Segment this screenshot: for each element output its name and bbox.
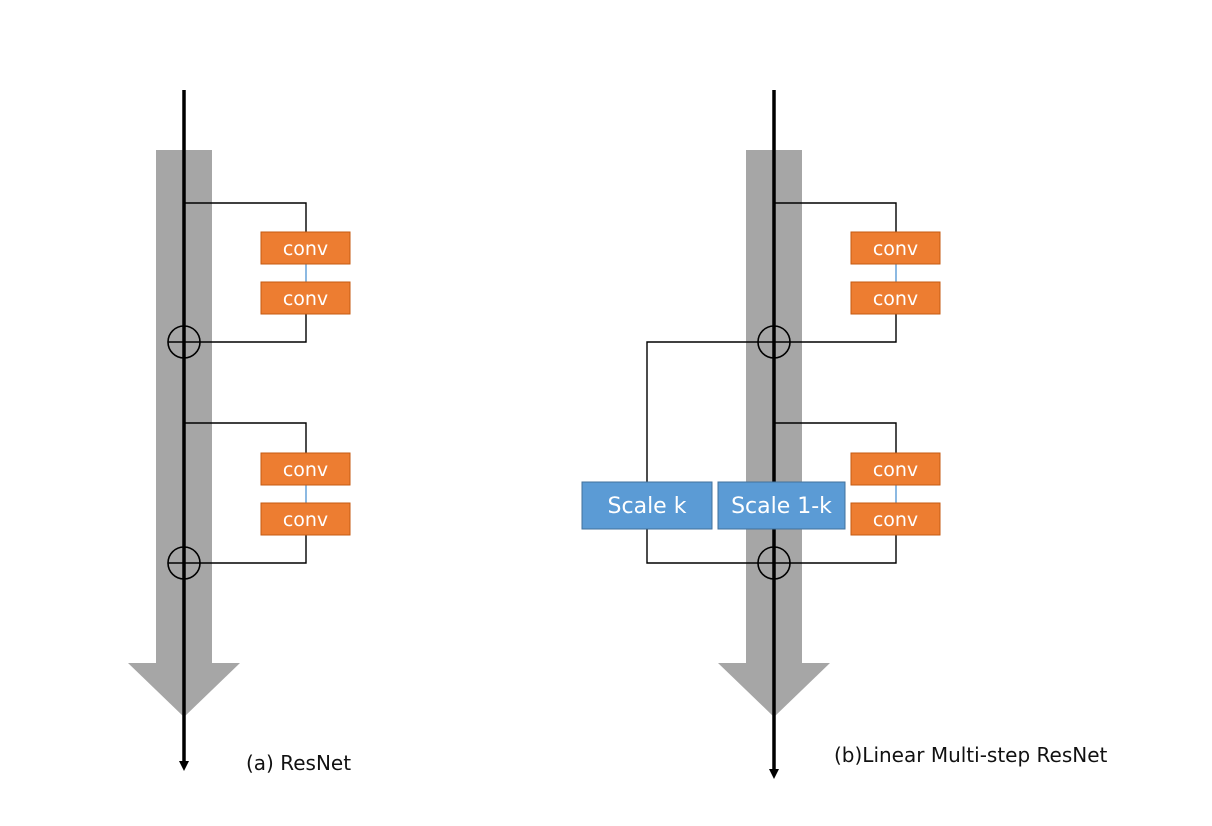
resnet-panel: conv conv conv conv (a) ResNet bbox=[128, 90, 351, 775]
conv-box bbox=[260, 452, 351, 486]
conv-label: conv bbox=[873, 459, 918, 481]
caption-lm-resnet: (b)Linear Multi-step ResNet bbox=[834, 743, 1108, 767]
conv-box bbox=[850, 281, 941, 315]
conv-box bbox=[850, 231, 941, 265]
scale-k-box: Scale k bbox=[581, 481, 713, 530]
scale-1-minus-k-label: Scale 1-k bbox=[731, 494, 832, 519]
residual-branch bbox=[184, 202, 307, 343]
conv-label: conv bbox=[283, 288, 328, 310]
conv-box bbox=[260, 231, 351, 265]
multistep-connection bbox=[646, 341, 758, 564]
sum-node bbox=[757, 325, 791, 359]
scale-k-label: Scale k bbox=[608, 494, 687, 519]
conv-block: conv conv bbox=[850, 452, 941, 536]
scale-1-minus-k-box: Scale 1-k bbox=[717, 481, 846, 530]
conv-label: conv bbox=[283, 238, 328, 260]
residual-branch bbox=[774, 202, 897, 343]
caption-resnet: (a) ResNet bbox=[246, 751, 351, 775]
conv-label: conv bbox=[873, 238, 918, 260]
sum-node bbox=[757, 546, 791, 580]
conv-box bbox=[260, 502, 351, 536]
residual-branch bbox=[774, 422, 897, 564]
conv-label: conv bbox=[283, 509, 328, 531]
conv-box bbox=[850, 452, 941, 486]
lm-resnet-panel: conv conv conv conv Scale k Scale 1-k bbox=[581, 90, 1108, 779]
sum-node bbox=[167, 325, 201, 359]
conv-block: conv conv bbox=[260, 231, 351, 315]
conv-block: conv conv bbox=[260, 452, 351, 536]
residual-branch bbox=[184, 422, 307, 564]
conv-block: conv conv bbox=[850, 231, 941, 315]
conv-box bbox=[850, 502, 941, 536]
conv-label: conv bbox=[873, 509, 918, 531]
conv-label: conv bbox=[283, 459, 328, 481]
conv-label: conv bbox=[873, 288, 918, 310]
sum-node bbox=[167, 546, 201, 580]
conv-box bbox=[260, 281, 351, 315]
